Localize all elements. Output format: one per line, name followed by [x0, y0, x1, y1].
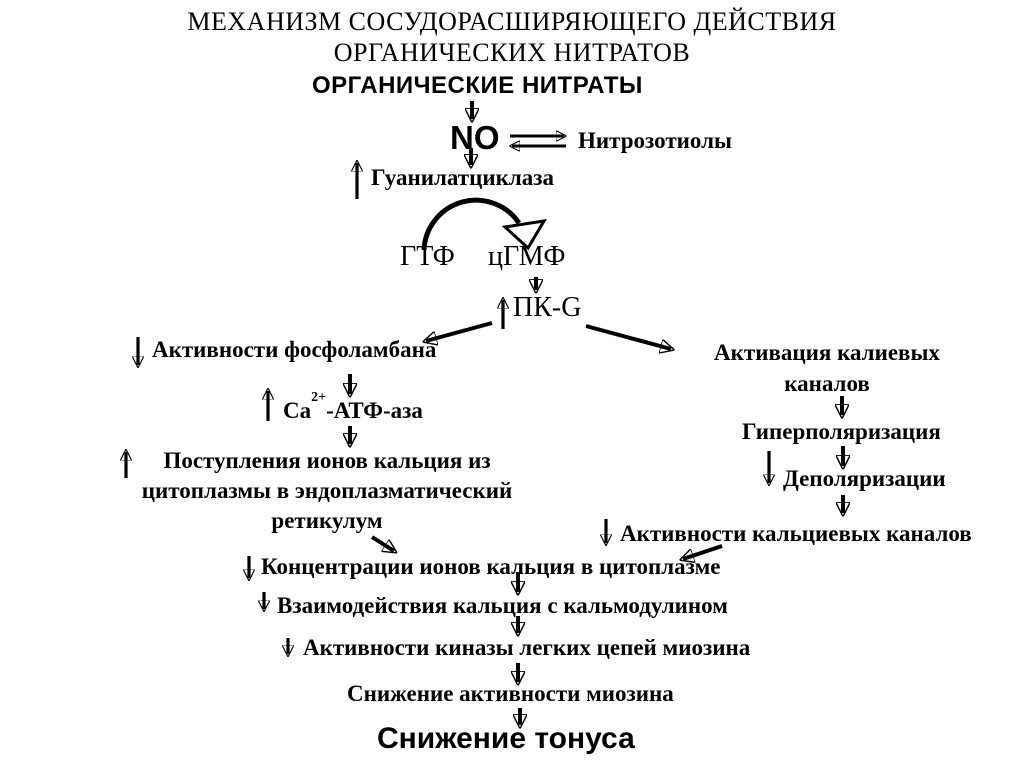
node-ca-influx: Поступления ионов кальция из цитоплазмы … [98, 446, 556, 536]
node-tone: Снижение тонуса [377, 722, 635, 755]
node-depolarization: Деполяризации [783, 466, 946, 491]
k-channels-line-2: каналов [784, 371, 870, 396]
ca-atpase-superscript: 2+ [311, 390, 327, 406]
node-ca-channels: Активности кальциевых каналов [620, 521, 972, 546]
title-line-1: МЕХАНИЗМ СОСУДОРАСШИРЯЮЩЕГО ДЕЙСТВИЯ [187, 7, 837, 36]
ca-atpase-element: Ca [283, 398, 312, 423]
ca-influx-line-1: Поступления ионов кальция из [163, 448, 491, 473]
node-calmodulin: Взаимодействия кальция с кальмодулином [277, 593, 728, 618]
node-nitrosothiols: Нитрозотиолы [578, 128, 732, 153]
ca-influx-line-2: цитоплазмы в эндоплазматический [141, 478, 513, 503]
arrow-pkg-to-phospholamban-icon [426, 321, 493, 341]
node-k-channels: Активация калиевых каналов [694, 337, 960, 399]
arrow-reticulum-to-ca-concentration-icon [370, 535, 394, 551]
k-channels-line-1: Активация калиевых [714, 340, 940, 365]
node-ca-concentration: Концентрации ионов кальция в цитоплазме [261, 554, 721, 579]
node-mlck: Активности киназы легких цепей миозина [303, 635, 751, 660]
node-myosin: Снижение активности миозина [347, 681, 674, 706]
node-gtf: ГТФ [400, 241, 455, 272]
node-ca-atpase: Ca2+-АТФ-аза [283, 391, 423, 424]
node-phospholamban: Активности фосфоламбана [152, 337, 437, 362]
arc-hollow-arrowhead-icon [501, 219, 547, 251]
arrow-pkg-to-k-channels-icon [585, 324, 671, 349]
title-line-2: ОРГАНИЧЕСКИХ НИТРАТОВ [333, 38, 691, 67]
arc-gtf-to-cgmp-icon [421, 197, 522, 251]
node-cgmp: цГМФ [488, 241, 566, 272]
node-guanylate-cyclase: Гуанилатциклаза [371, 165, 554, 190]
ca-influx-line-3: ретикулум [271, 508, 383, 533]
node-hyperpolarization: Гиперполяризация [742, 419, 941, 444]
arrow-ca-channels-to-ca-concentration-icon [683, 544, 723, 559]
slide-title: МЕХАНИЗМ СОСУДОРАСШИРЯЮЩЕГО ДЕЙСТВИЯ ОРГ… [0, 6, 1024, 68]
node-no: NO [450, 119, 500, 156]
node-pk-g: ПК-G [513, 292, 582, 323]
ca-atpase-suffix: -АТФ-аза [326, 398, 423, 423]
node-organic-nitrates: ОРГАНИЧЕСКИЕ НИТРАТЫ [312, 72, 643, 99]
